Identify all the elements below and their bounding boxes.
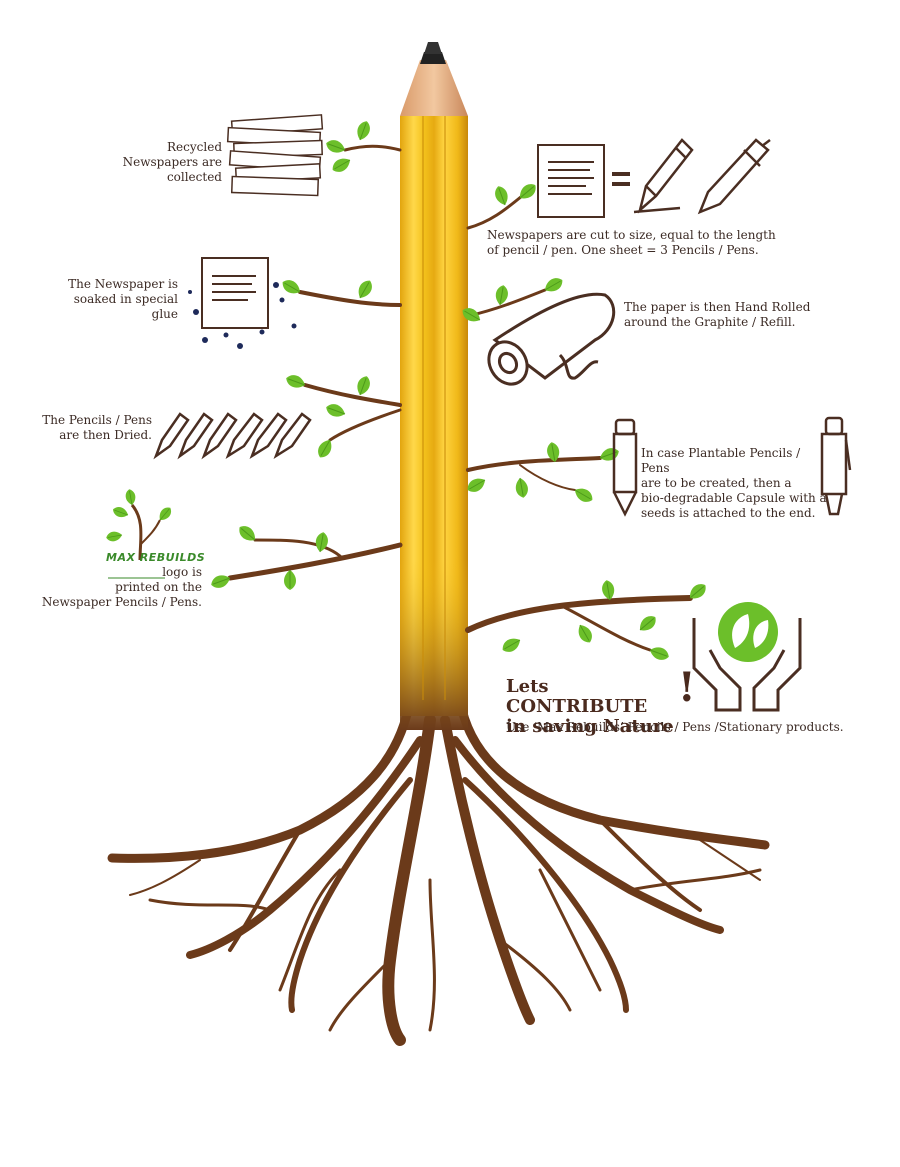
step-6-line-4: seeds is attached to the end. xyxy=(641,506,816,520)
step-3-line-3: glue xyxy=(151,307,178,321)
cta-exclamation: ! xyxy=(678,664,696,711)
step-2-line-2: of pencil / pen. One sheet = 3 Pencils /… xyxy=(487,243,759,257)
max-rebuilds-logo-text: MAX REBUILDS xyxy=(106,551,206,564)
step-4-line-1: The paper is then Hand Rolled xyxy=(624,300,811,314)
step-1-line-1: Recycled xyxy=(167,140,222,154)
plantable-pencil-icon xyxy=(612,418,638,517)
newspaper-stack-icon xyxy=(226,114,324,197)
cta-line-2: in saving Nature xyxy=(506,716,674,737)
dried-pencils-icon xyxy=(153,412,312,460)
step-3-line-2: soaked in special xyxy=(73,292,178,306)
step-1-line-2: Newspapers are xyxy=(122,155,222,169)
step-5-line-2: are then Dried. xyxy=(59,428,152,442)
step-1-label: Recycled Newspapers are collected xyxy=(110,140,222,185)
step-4-label: The paper is then Hand Rolled around the… xyxy=(624,300,854,330)
step-5-line-1: The Pencils / Pens xyxy=(42,413,152,427)
step-2-label: Newspapers are cut to size, equal to the… xyxy=(487,228,817,258)
step-3-line-1: The Newspaper is xyxy=(68,277,178,291)
document-icon xyxy=(537,144,605,218)
pencil-icon xyxy=(633,138,694,214)
cta-heading: Lets CONTRIBUTE in saving Nature xyxy=(506,677,696,737)
hands-leaf-icon xyxy=(692,602,802,712)
rolled-paper-icon xyxy=(487,292,616,386)
cta-line-1: Lets CONTRIBUTE xyxy=(506,676,648,717)
step-4-line-2: around the Graphite / Refill. xyxy=(624,315,796,329)
branches xyxy=(227,144,693,652)
step-1-line-3: collected xyxy=(166,170,222,184)
step-7-line-1: logo is xyxy=(162,565,202,579)
step-3-label: The Newspaper is soaked in special glue xyxy=(60,277,178,322)
plantable-pen-icon xyxy=(820,416,852,516)
step-6-label: In case Plantable Pencils / Pens are to … xyxy=(641,446,831,521)
step-6-line-2: are to be created, then a xyxy=(641,476,792,490)
pen-icon xyxy=(697,138,771,215)
roots xyxy=(107,695,770,1046)
step-2-line-1: Newspapers are cut to size, equal to the… xyxy=(487,228,776,242)
cta-subtext: Use ‘Max Rebuilds’ Pencils / Pens /Stati… xyxy=(506,720,844,734)
pencil-trunk xyxy=(400,42,468,730)
glue-soaked-paper-icon xyxy=(188,257,297,349)
step-6-line-3: bio-degradable Capsule with a xyxy=(641,491,827,505)
equals-icon xyxy=(612,172,630,186)
sprout-logo-icon xyxy=(105,488,175,579)
step-5-label: The Pencils / Pens are then Dried. xyxy=(30,413,152,443)
step-7-line-3: Newspaper Pencils / Pens. xyxy=(41,595,202,609)
step-6-line-1: In case Plantable Pencils / Pens xyxy=(641,446,801,475)
step-7-label: logo is printed on the Newspaper Pencils… xyxy=(40,565,202,610)
step-7-line-2: printed on the xyxy=(115,580,202,594)
